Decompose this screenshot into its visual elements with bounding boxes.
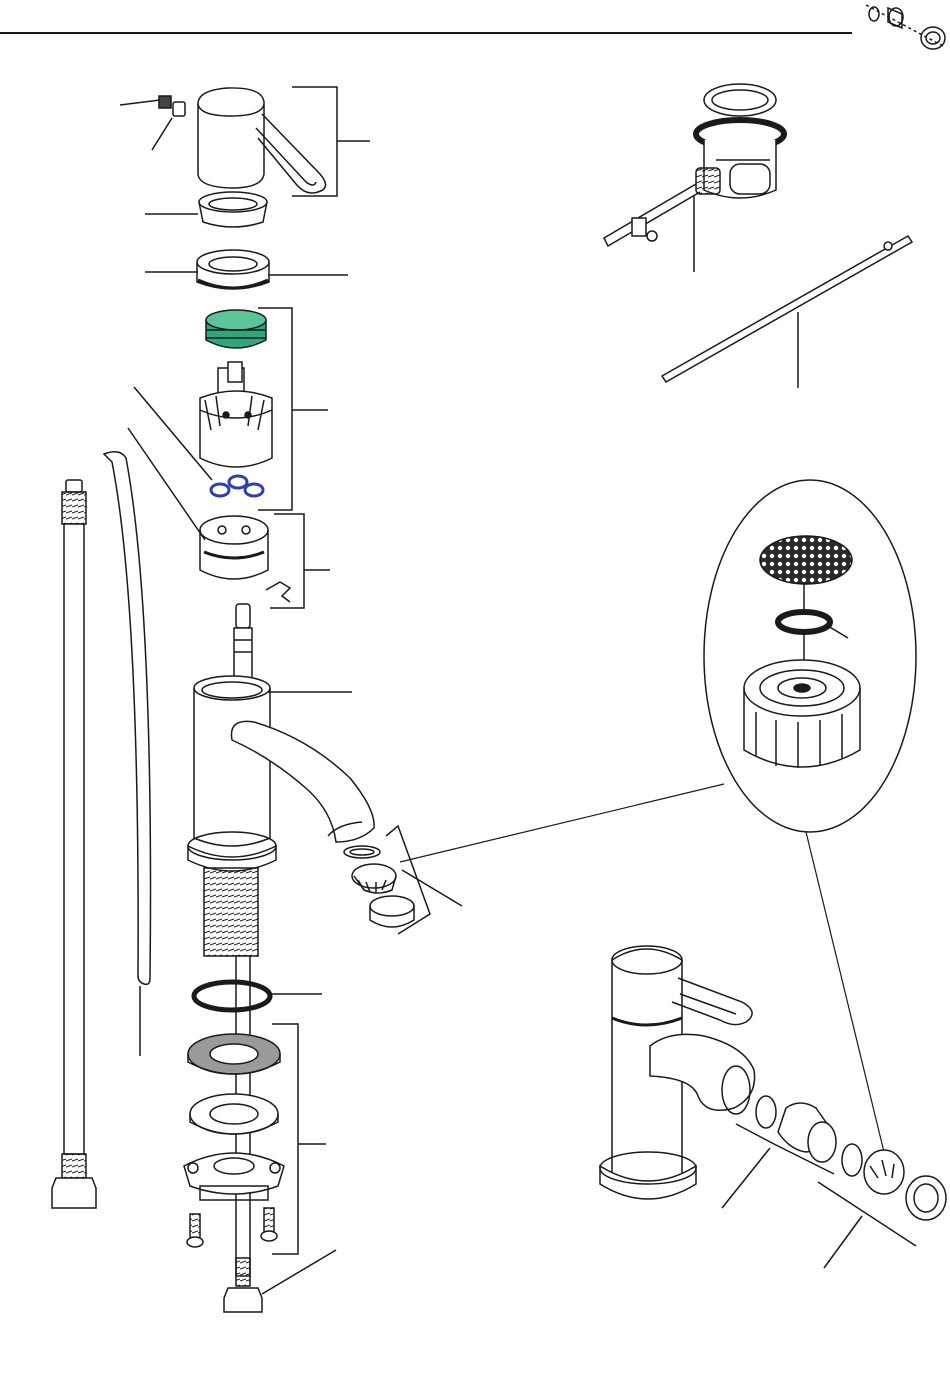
mounting-kit bbox=[184, 956, 336, 1312]
grub-screw bbox=[159, 96, 185, 116]
waste-lever-rod bbox=[604, 168, 720, 246]
lever-handle-assembly bbox=[120, 87, 370, 289]
aerator-detail bbox=[704, 480, 916, 832]
hose-top-fitting bbox=[62, 480, 86, 524]
spout bbox=[231, 721, 374, 842]
body-spindle bbox=[234, 604, 252, 686]
mixer-body bbox=[188, 604, 374, 956]
cover-cap bbox=[199, 192, 267, 227]
grey-washer bbox=[188, 1034, 280, 1074]
cartridge-blue-orings bbox=[211, 476, 263, 496]
pop-up-waste bbox=[604, 84, 784, 272]
aerator-mesh-screen bbox=[760, 536, 852, 584]
ceramic-cartridge bbox=[200, 362, 272, 467]
mounting-bracket bbox=[262, 994, 336, 1294]
header bbox=[0, 5, 945, 49]
lock-nut bbox=[197, 250, 269, 289]
black-oring bbox=[194, 982, 270, 1010]
lever-handle bbox=[198, 88, 326, 193]
pull-rod-left bbox=[104, 452, 151, 1056]
aerator-seal-ring bbox=[778, 612, 830, 632]
aerator-cartridge bbox=[744, 660, 860, 768]
mounting-plate bbox=[184, 1153, 284, 1200]
assembled-lever bbox=[672, 978, 752, 1025]
cartridge-assembly bbox=[128, 308, 330, 608]
aerator-bracket bbox=[386, 826, 462, 934]
hose-braided bbox=[64, 524, 84, 1154]
cartridge-green-seal bbox=[206, 310, 266, 348]
assembled-mixer bbox=[600, 946, 946, 1268]
aerator-parts-icon bbox=[866, 5, 945, 49]
cartridge-base bbox=[200, 516, 290, 602]
mounting-screws bbox=[187, 1208, 277, 1247]
waste-plug bbox=[704, 84, 776, 116]
aerator-housing bbox=[370, 896, 414, 927]
flexible-hose bbox=[52, 480, 96, 1208]
spout-aerator bbox=[344, 826, 462, 934]
detail-callout-ellipse bbox=[704, 480, 916, 832]
flat-washer bbox=[190, 1094, 278, 1134]
supply-nut bbox=[224, 1258, 262, 1312]
aerator-insert bbox=[352, 864, 396, 893]
mixer-body-housing bbox=[188, 676, 276, 871]
aerator-washer bbox=[344, 846, 380, 858]
pull-rod-long bbox=[662, 236, 912, 388]
hose-bottom-fitting bbox=[52, 1154, 96, 1208]
spout-adapter-parts bbox=[756, 1096, 836, 1162]
threaded-shank bbox=[204, 868, 258, 956]
